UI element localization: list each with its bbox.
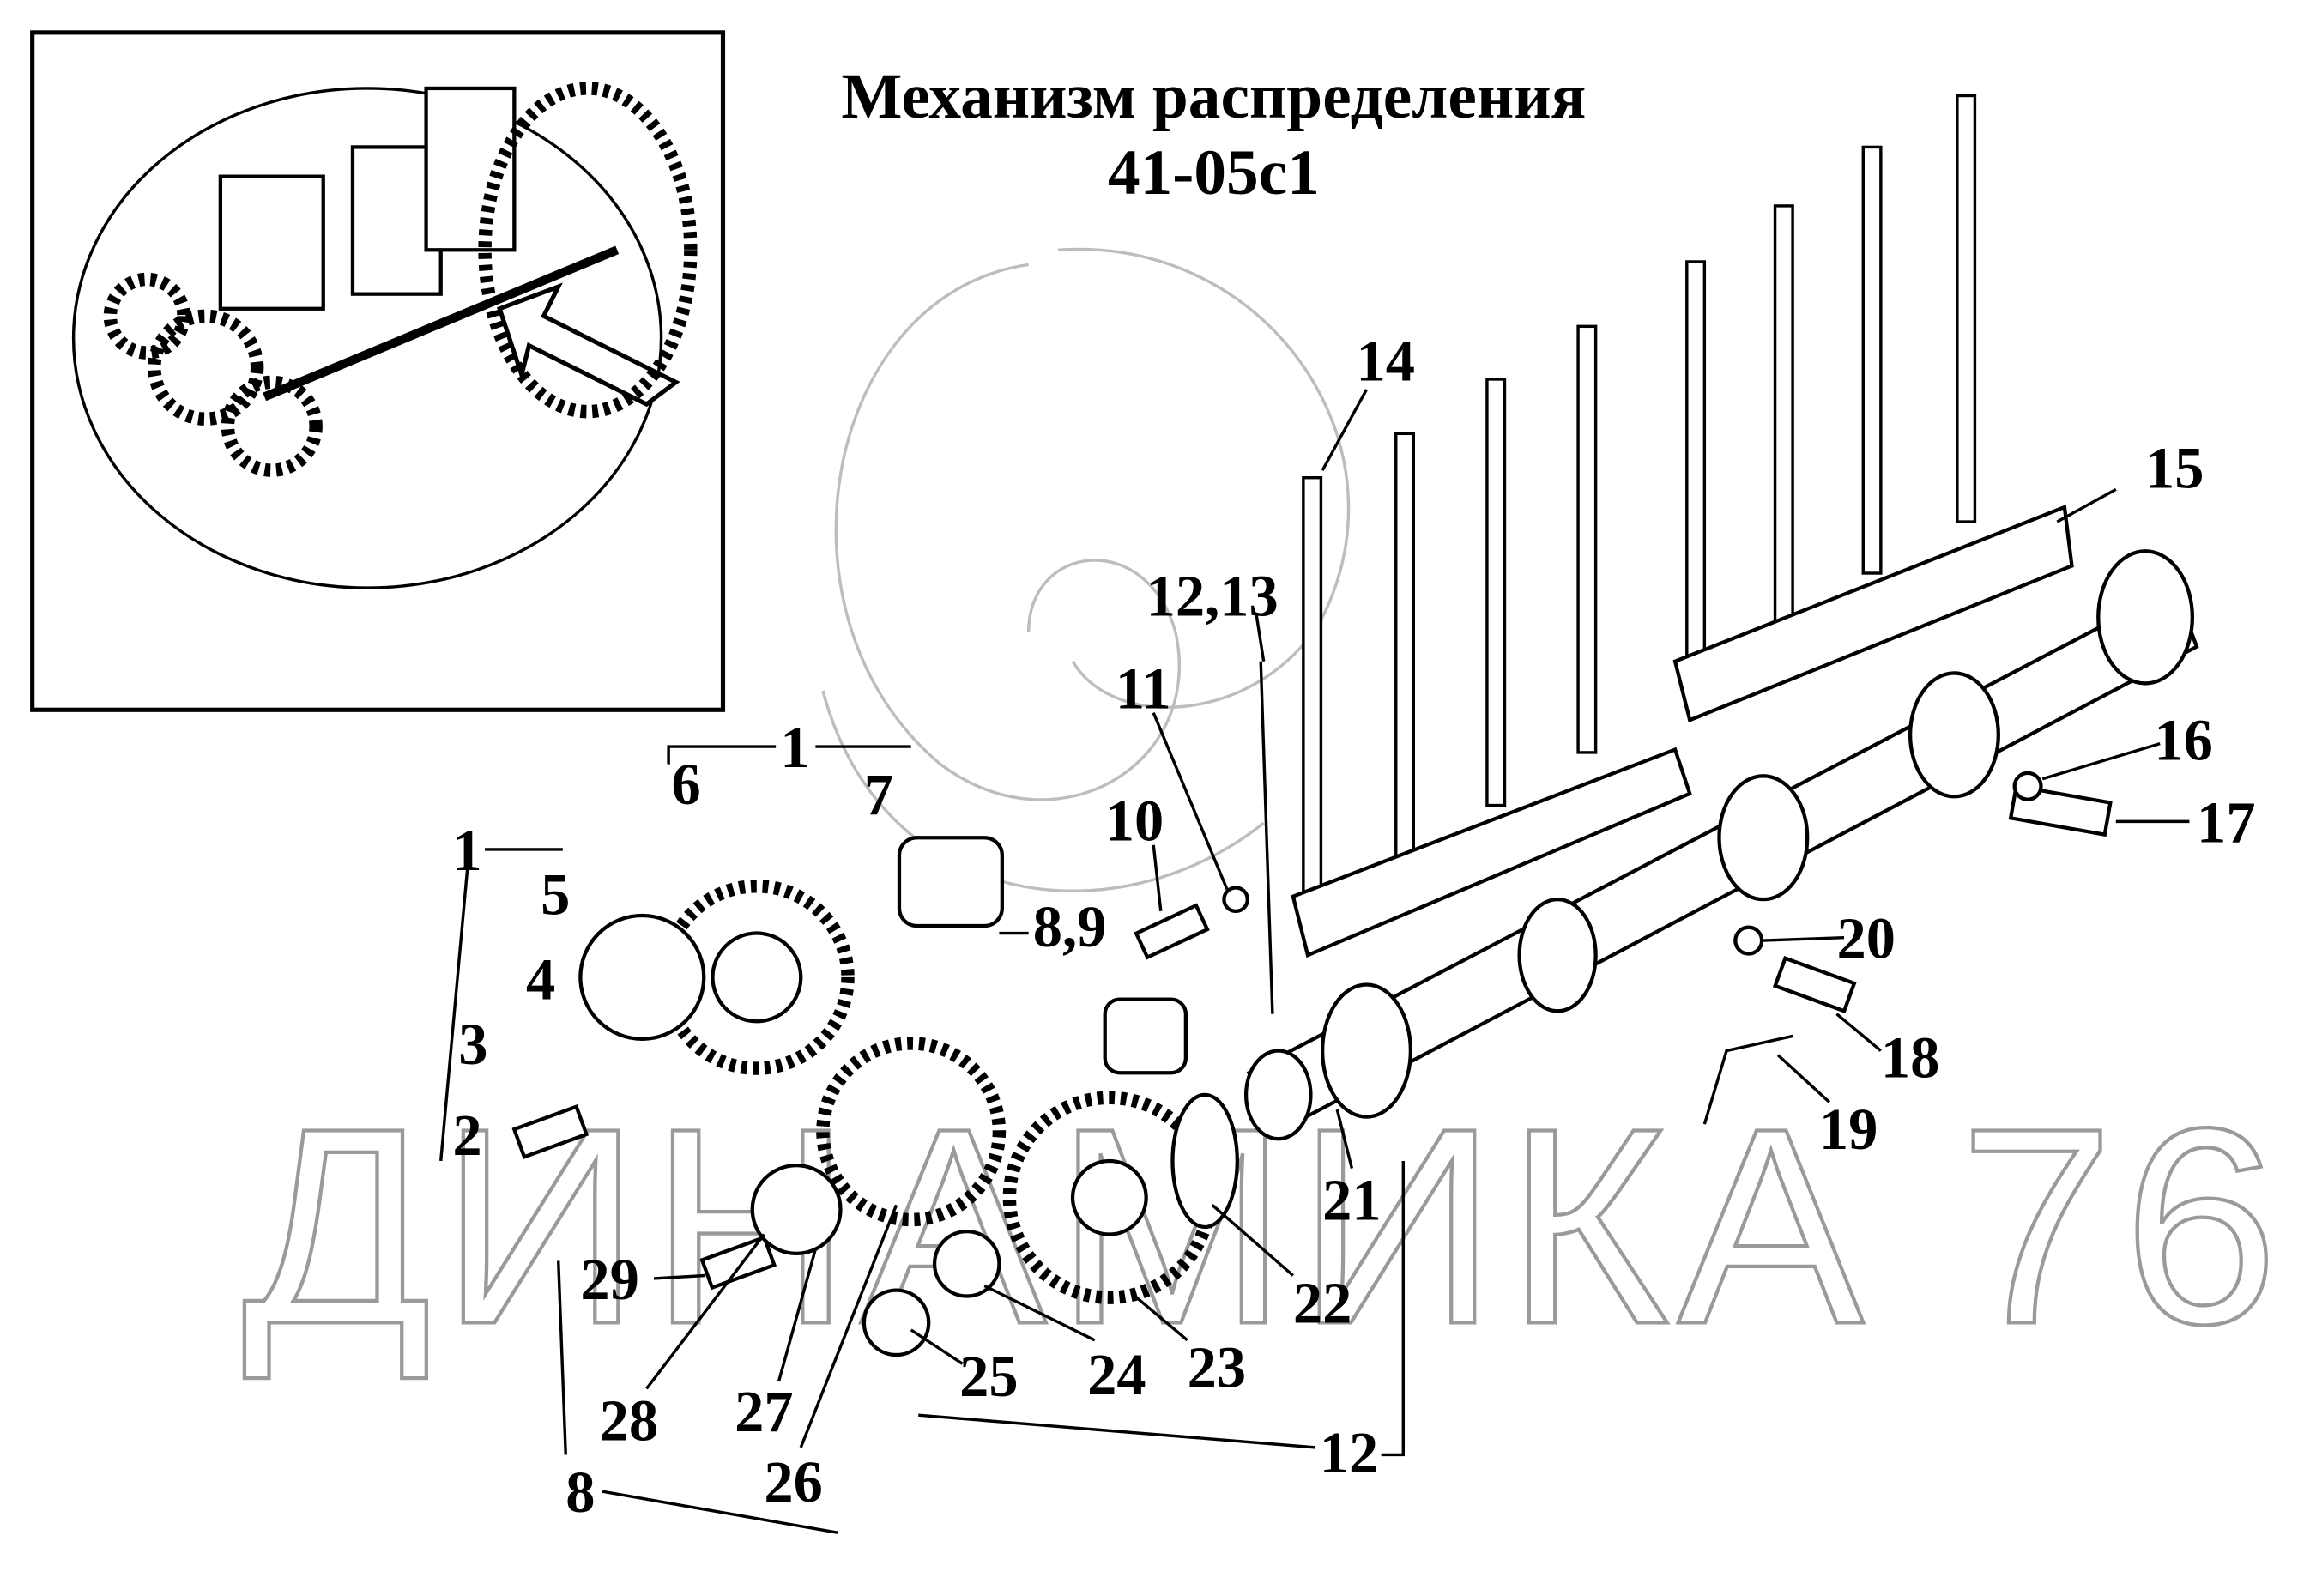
watermark-logo bbox=[821, 247, 1351, 892]
washer-16 bbox=[2012, 771, 2043, 801]
plate-5 bbox=[578, 913, 706, 1041]
callout-12-13: 12,13 bbox=[1146, 564, 1279, 629]
callout-10: 10 bbox=[1105, 789, 1164, 854]
camshaft bbox=[1243, 549, 2199, 1141]
bushing-7 bbox=[897, 836, 1004, 928]
callout-15: 15 bbox=[2145, 436, 2204, 501]
callout-16: 16 bbox=[2154, 707, 2212, 772]
callout-4: 4 bbox=[526, 947, 555, 1013]
washer-11 bbox=[1222, 886, 1249, 913]
callout-19: 19 bbox=[1819, 1097, 1878, 1162]
bolt-2 bbox=[511, 1103, 590, 1160]
bolt-29 bbox=[699, 1235, 777, 1291]
bolt-10 bbox=[1134, 903, 1210, 960]
plate-24 bbox=[932, 1230, 1001, 1298]
callout-25: 25 bbox=[959, 1344, 1018, 1409]
callout-8: 8 bbox=[565, 1460, 595, 1525]
title-line2: 41-05с1 bbox=[1108, 137, 1320, 209]
pin-12-13 bbox=[1259, 661, 1274, 1014]
rocker-shaft-rear bbox=[1672, 504, 2074, 723]
callout-22: 22 bbox=[1293, 1270, 1352, 1335]
washer-27 bbox=[750, 1163, 843, 1255]
leader-lines bbox=[439, 389, 2190, 1534]
washer-20 bbox=[1733, 925, 1764, 956]
bolt-18 bbox=[1772, 955, 1857, 1013]
title-line1: Механизм распределения bbox=[841, 61, 1586, 132]
callout-27: 27 bbox=[735, 1379, 793, 1444]
callout-3: 3 bbox=[458, 1012, 487, 1077]
callout-7: 7 bbox=[864, 762, 893, 827]
key-19 bbox=[1702, 1034, 1793, 1125]
callout-8-9: 8,9 bbox=[1033, 894, 1107, 959]
callout-18: 18 bbox=[1881, 1025, 1939, 1090]
bushing-8-9 bbox=[1103, 997, 1188, 1075]
gear-26 bbox=[816, 1037, 1007, 1227]
callout-1: 1 bbox=[780, 715, 809, 780]
flange-22 bbox=[1170, 1092, 1239, 1230]
callout-26: 26 bbox=[764, 1449, 822, 1514]
callout-21: 21 bbox=[1322, 1167, 1381, 1232]
callout-6: 6 bbox=[672, 752, 701, 817]
callout-labels: 1 1 2 3 4 5 6 7 8,9 10 11 12,13 14 15 16… bbox=[452, 329, 2255, 1526]
engine-inset-image bbox=[30, 30, 726, 712]
callout-23: 23 bbox=[1188, 1335, 1246, 1400]
callout-28: 28 bbox=[600, 1387, 658, 1453]
callout-5: 5 bbox=[541, 861, 570, 927]
callout-1: 1 bbox=[452, 818, 481, 883]
nut-25 bbox=[862, 1288, 931, 1357]
callout-17: 17 bbox=[2197, 789, 2255, 855]
callout-14: 14 bbox=[1357, 329, 1415, 394]
callout-29: 29 bbox=[580, 1247, 638, 1312]
callout-11: 11 bbox=[1116, 656, 1171, 722]
callout-12: 12 bbox=[1320, 1420, 1378, 1485]
callout-2: 2 bbox=[452, 1103, 481, 1168]
rocker-shaft-front bbox=[1291, 747, 1692, 958]
pushrods bbox=[1302, 94, 1977, 906]
callout-20: 20 bbox=[1836, 906, 1895, 971]
callout-24: 24 bbox=[1087, 1342, 1146, 1407]
